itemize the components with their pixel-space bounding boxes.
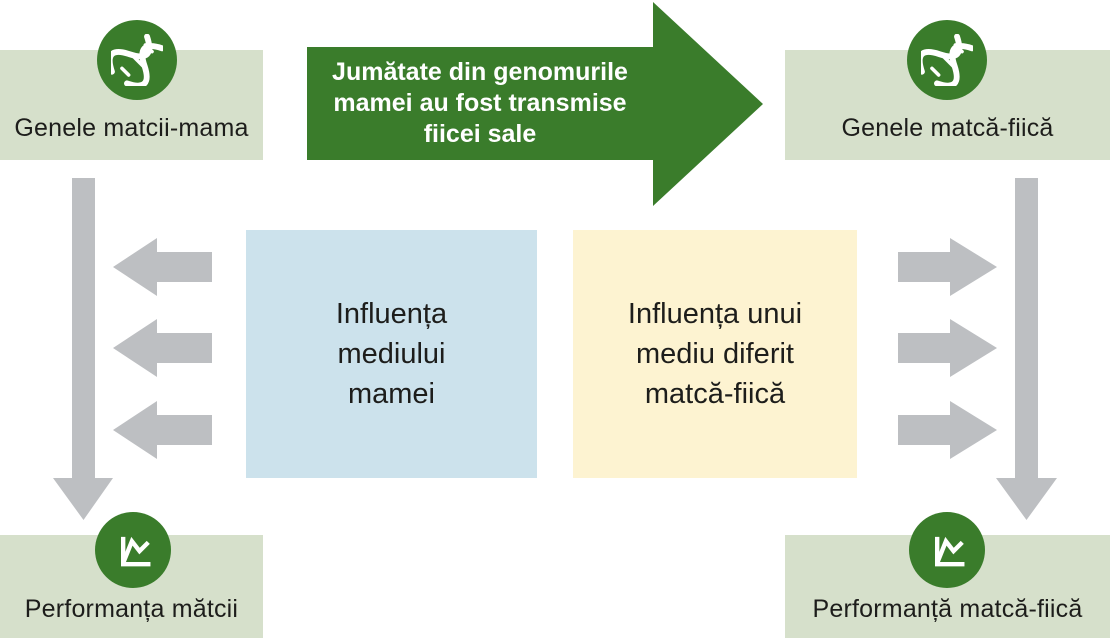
performance-daughter-label: Performanță matcă-fiică [812, 595, 1083, 623]
line-chart-icon [95, 512, 171, 588]
mother-environment-arrow-3 [113, 401, 212, 459]
daughter-environment-arrow-1 [898, 238, 997, 296]
daughter-environment-box: Influența unui mediu diferit matcă-fiică [573, 230, 857, 478]
mother-environment-label-line: Influența [335, 298, 448, 330]
mother-genes-to-performance-arrow [53, 178, 113, 520]
transmission-arrow-caption-line: mamei au fost transmise [333, 89, 627, 117]
performance-mother-box: Performanța mătcii [0, 535, 263, 638]
mother-environment-box: Influența mediului mamei [246, 230, 537, 478]
performance-mother-label: Performanța mătcii [24, 595, 239, 623]
mother-environment-arrow-1 [113, 238, 212, 296]
genes-transmission-arrow [307, 2, 763, 206]
daughter-environment-label-line: matcă-fiică [644, 378, 786, 410]
mother-environment-arrow-2 [113, 319, 212, 377]
genes-mother-label: Genele matcii-mama [14, 114, 249, 142]
line-chart-icon [909, 512, 985, 588]
transmission-arrow-caption-line: fiicei sale [423, 120, 537, 148]
daughter-environment-label-line: mediu diferit [636, 338, 794, 370]
daughter-environment-arrow-2 [898, 319, 997, 377]
mother-environment-label-line: mediului [337, 338, 446, 370]
mother-environment-label-line: mamei [347, 378, 435, 410]
dna-icon [907, 20, 987, 100]
daughter-genes-to-performance-arrow [996, 178, 1057, 520]
daughter-environment-arrow-3 [898, 401, 997, 459]
daughter-environment-label-line: Influența unui [627, 298, 803, 330]
transmission-arrow-caption-line: Jumătate din genomurile [332, 58, 628, 86]
dna-icon [97, 20, 177, 100]
genes-daughter-label: Genele matcă-fiică [841, 114, 1054, 142]
transmission-arrow-caption: Jumătate din genomurile mamei au fost tr… [307, 47, 653, 160]
